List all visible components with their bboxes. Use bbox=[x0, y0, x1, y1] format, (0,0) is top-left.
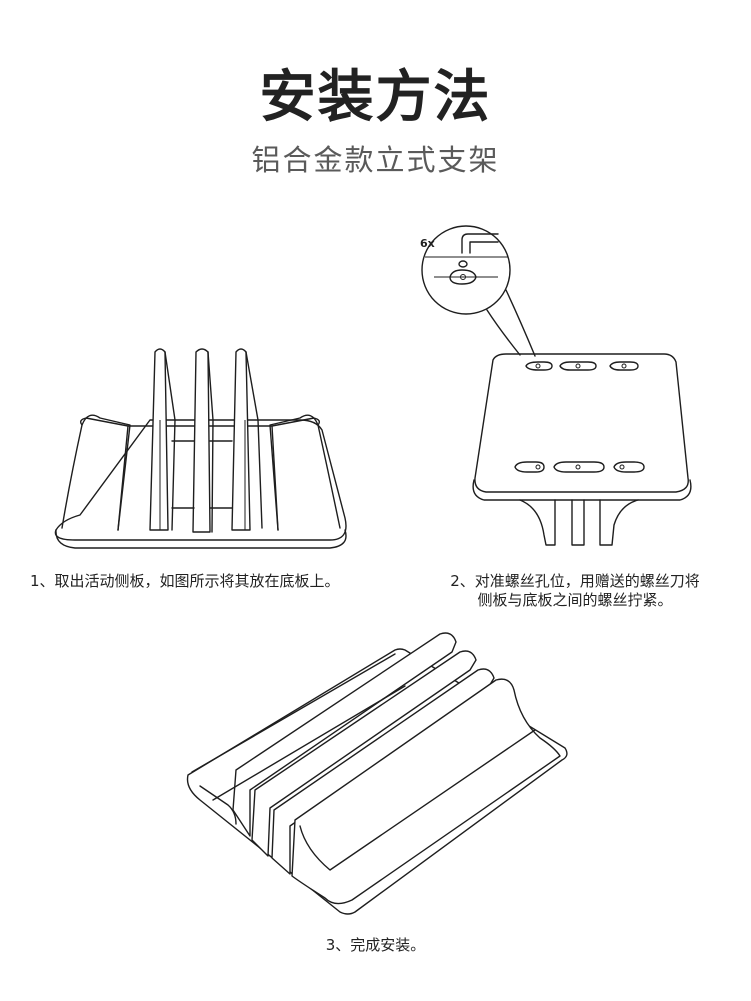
step3-caption: 3、完成安装。 bbox=[325, 936, 426, 954]
screw-slots-bottom bbox=[514, 461, 645, 473]
screw-count-label: 6x bbox=[420, 237, 435, 250]
step2-caption-line1: 2、对准螺丝孔位，用赠送的螺丝刀将 bbox=[450, 572, 700, 590]
screw-slots-top bbox=[525, 361, 639, 371]
step1-caption: 1、取出活动侧板，如图所示将其放在底板上。 bbox=[30, 572, 340, 590]
page-title: 安装方法 bbox=[259, 65, 492, 130]
page-subtitle: 铝合金款立式支架 bbox=[251, 143, 500, 177]
step2-caption-line2: 侧板与底板之间的螺丝拧紧。 bbox=[477, 591, 673, 609]
step2-caption: 2、对准螺丝孔位，用赠送的螺丝刀将 侧板与底板之间的螺丝拧紧。 bbox=[415, 572, 735, 610]
